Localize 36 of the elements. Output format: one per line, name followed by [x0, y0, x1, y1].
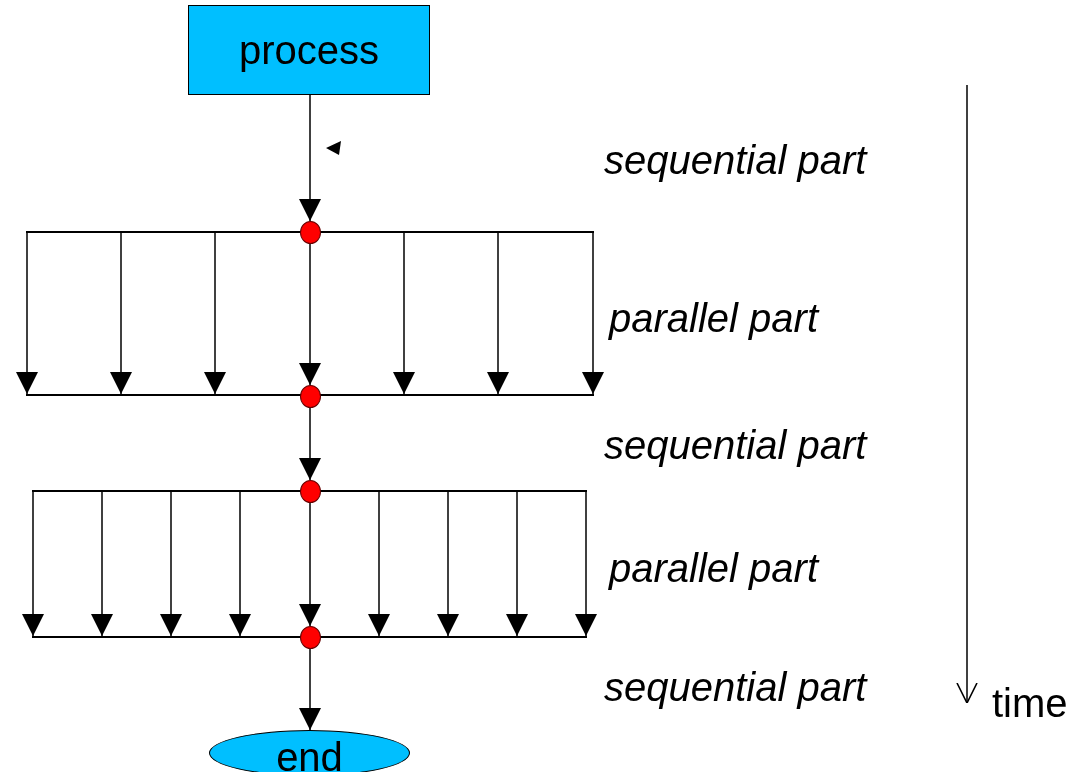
bar-line [26, 394, 594, 396]
arrow [575, 491, 597, 637]
bar-line [26, 231, 594, 233]
arrow [506, 491, 528, 637]
arrow [487, 232, 509, 395]
arrow [437, 491, 459, 637]
junction-dot [300, 221, 321, 244]
phase-label: sequential part [604, 667, 867, 707]
phase-label: parallel part [609, 298, 818, 338]
arrow [393, 232, 415, 395]
arrow [229, 491, 251, 637]
arrow [16, 232, 38, 395]
arrow [91, 491, 113, 637]
arrow [582, 232, 604, 395]
junction-dot [300, 480, 321, 503]
junction-dot [300, 385, 321, 408]
arrow [299, 502, 321, 627]
bar-line [32, 636, 587, 638]
phase-label: sequential part [604, 140, 867, 180]
phase-label: parallel part [609, 548, 818, 588]
axis-label: time [992, 683, 1068, 723]
process-box [188, 5, 430, 95]
node-label: process [238, 30, 380, 70]
arrow [299, 243, 321, 386]
arrow [110, 232, 132, 395]
junction-dot [300, 626, 321, 649]
arrow [160, 491, 182, 637]
phase-label: sequential part [604, 425, 867, 465]
bar-line [32, 490, 587, 492]
arrow [299, 407, 321, 481]
node-label: end [276, 737, 343, 772]
arrow [204, 232, 226, 395]
arrow [22, 491, 44, 637]
arrow [368, 491, 390, 637]
arrow [299, 648, 321, 731]
arrow [299, 94, 321, 222]
